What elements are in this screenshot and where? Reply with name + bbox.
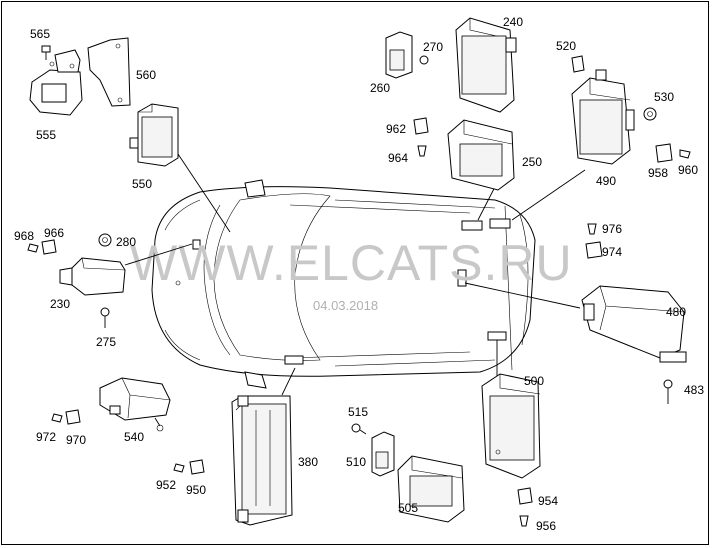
label-960: 960 [678,163,698,177]
label-958: 958 [648,166,668,180]
label-500: 500 [524,374,544,388]
label-483: 483 [684,383,704,397]
label-240: 240 [503,15,523,29]
label-956: 956 [536,519,556,533]
label-550: 550 [132,177,152,191]
label-954: 954 [538,494,558,508]
label-974: 974 [602,245,622,259]
label-230: 230 [50,297,70,311]
part-956-pin [519,515,529,527]
part-500-module [481,373,541,479]
part-555-bracket [29,49,83,116]
label-480: 480 [666,305,686,319]
label-972: 972 [36,430,56,444]
part-483-screw [663,379,673,404]
label-280: 280 [116,235,136,249]
part-976-pin [587,223,597,235]
label-510: 510 [346,455,366,469]
date-text: 04.03.2018 [313,298,378,313]
label-380: 380 [298,455,318,469]
label-964: 964 [388,151,408,165]
part-972-pin [51,413,63,423]
label-560: 560 [136,68,156,82]
part-240-module [455,17,517,113]
part-964-pin [417,145,427,157]
part-560-cover [87,37,131,107]
label-540: 540 [124,430,144,444]
part-490-module [571,69,635,165]
label-962: 962 [386,122,406,136]
part-505-holder [397,455,465,523]
part-966-connector [41,239,57,255]
label-565: 565 [30,27,50,41]
part-970-connector [65,409,81,425]
part-510-relay [371,431,395,477]
watermark-text: WWW.ELCATS.RU [130,235,573,291]
part-520-clip [571,55,585,73]
label-530: 530 [654,90,674,104]
label-260: 260 [370,81,390,95]
label-555: 555 [36,128,56,142]
label-270: 270 [423,40,443,54]
part-270-clip [419,55,429,65]
label-490: 490 [596,174,616,188]
label-970: 970 [66,433,86,447]
leader-lines [124,141,586,396]
part-540-module [99,377,171,432]
label-520: 520 [556,39,576,53]
part-480-module [581,285,687,363]
label-952: 952 [156,478,176,492]
part-950-connector [189,459,205,475]
label-515: 515 [348,405,368,419]
part-954-connector [517,487,533,505]
vehicle-outline [151,179,536,389]
part-958-connector [655,143,673,163]
part-952-pin [173,463,185,473]
part-960-pin [679,149,691,159]
part-230-module [59,257,126,296]
part-550-module [129,103,179,167]
part-974-connector [585,241,603,259]
part-530-screw [643,107,657,121]
part-280-nut [98,233,112,247]
part-962-connector [413,117,429,135]
part-275-screw [100,307,110,328]
label-976: 976 [602,222,622,236]
part-968-pin [27,243,39,253]
label-968: 968 [14,229,34,243]
label-966: 966 [44,226,64,240]
label-250: 250 [522,155,542,169]
part-250-holder [447,119,515,191]
label-950: 950 [186,483,206,497]
label-505: 505 [398,501,418,515]
part-565-bolt [41,45,51,60]
label-275: 275 [96,335,116,349]
part-515-pin [351,423,367,435]
part-380-control-unit [231,395,293,526]
part-260-relay [385,31,413,79]
